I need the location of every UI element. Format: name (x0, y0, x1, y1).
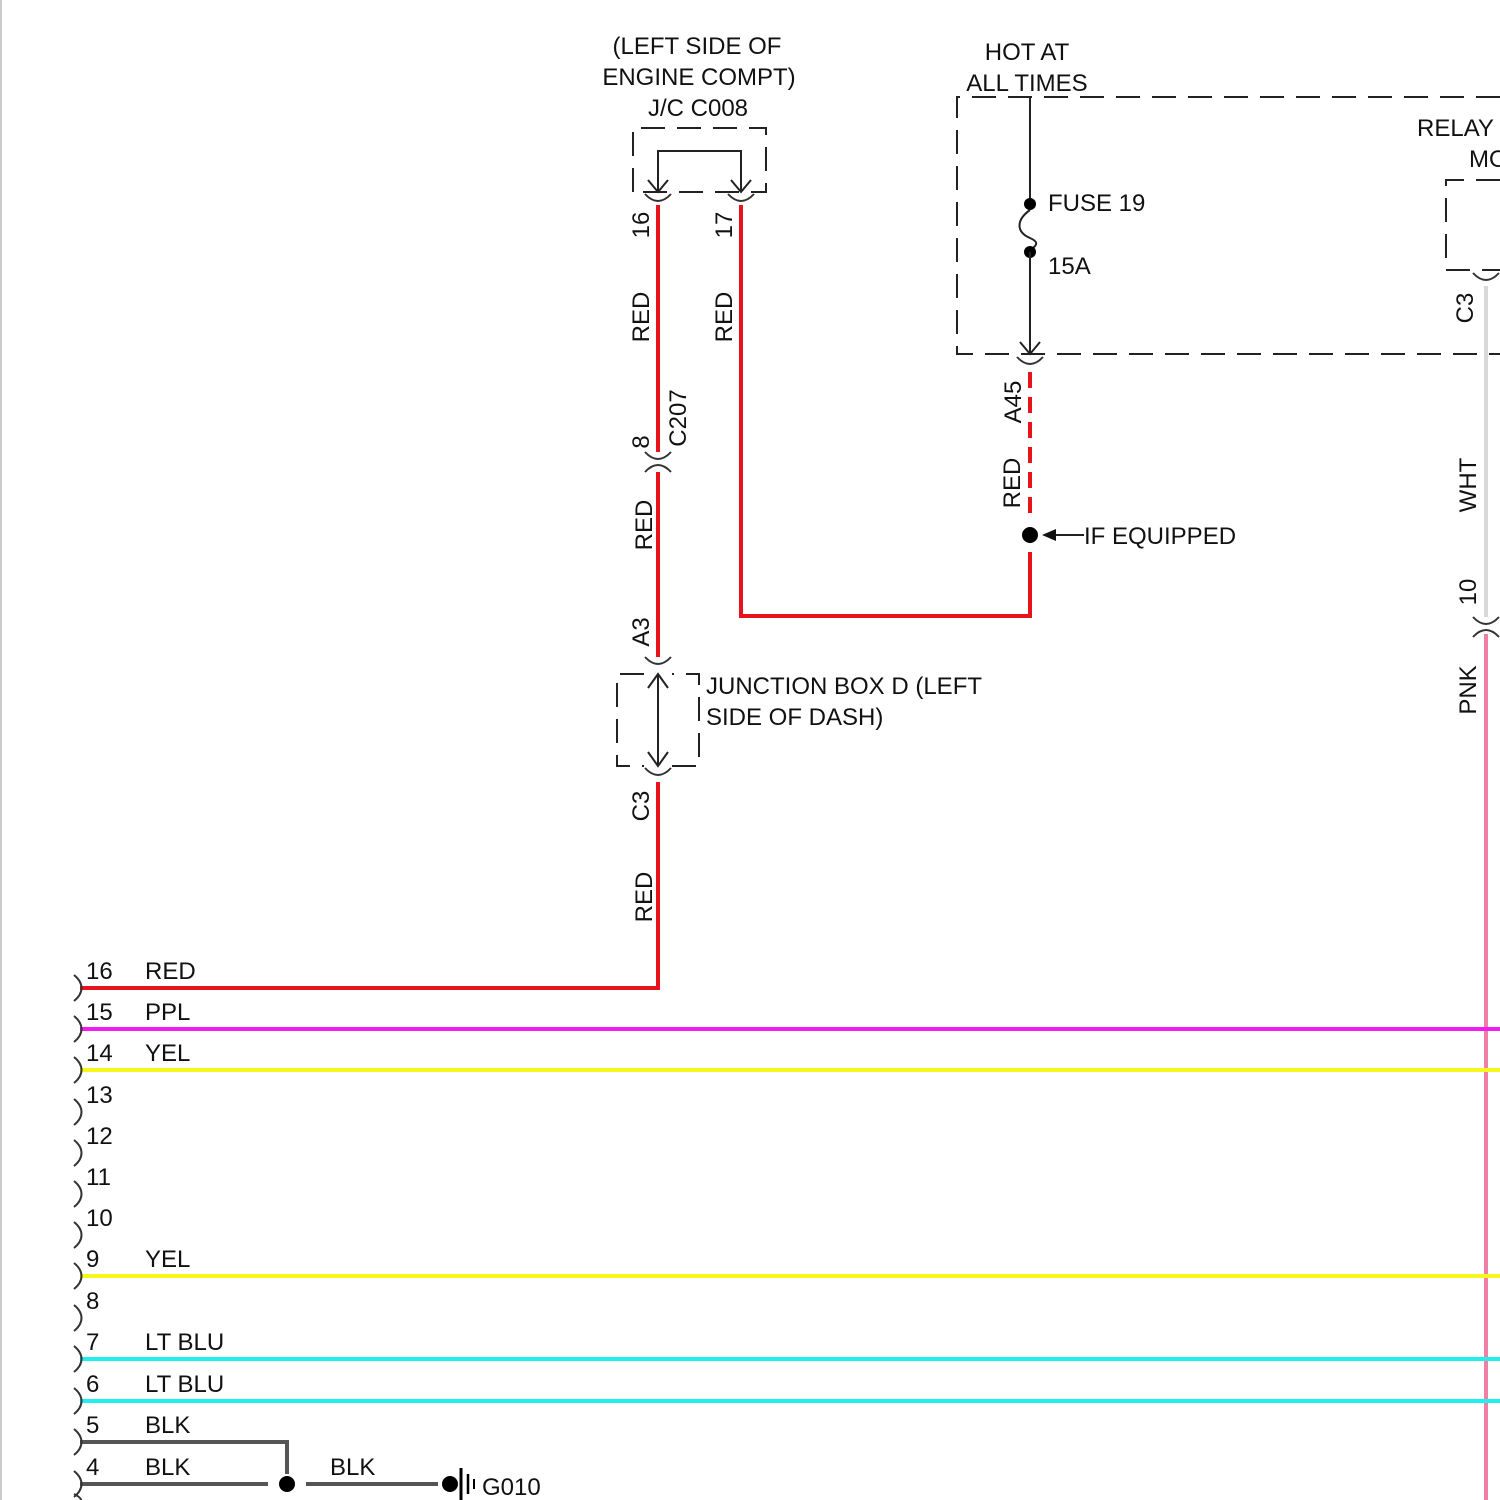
right-connector-socket-top (1473, 617, 1499, 624)
fuse19-top-terminal (1024, 198, 1036, 210)
relay-line2: MO (1469, 146, 1500, 173)
harness-pin-8-socket (74, 1305, 82, 1331)
harness-pin-8-number: 8 (86, 1288, 99, 1315)
fuse19-rating: 15A (1048, 253, 1091, 280)
if-equipped-splice (1022, 527, 1038, 543)
harness-pin-16-number: 16 (86, 958, 113, 985)
red-label-4: RED (631, 872, 658, 923)
ground-wire-label: BLK (330, 1454, 375, 1481)
harness-pin-16: 16 RED (74, 958, 196, 1001)
harness-pin-12-number: 12 (86, 1123, 113, 1150)
red-label-1: RED (628, 292, 655, 343)
harness-pin-9-color: YEL (145, 1246, 190, 1273)
junction-box-d: A3 C3 JUNCTION BOX D (LEFT SIDE OF DASH) (617, 617, 982, 821)
harness-pin-9: 9 YEL (74, 1246, 1500, 1289)
if-equipped-arrowhead (1042, 529, 1056, 541)
harness-pin-10-number: 10 (86, 1205, 113, 1232)
harness-pin-11: 11 (74, 1164, 111, 1207)
harness-pin-14-color: YEL (145, 1040, 190, 1067)
ground-splice (279, 1476, 295, 1492)
junction-box-d-a3: A3 (628, 617, 655, 646)
c207-name: C207 (665, 389, 692, 446)
red-circuit: IF EQUIPPED RED RED RED RED RED (80, 205, 1236, 988)
harness-pin-12-socket (74, 1140, 82, 1166)
relay-c3-socket (1473, 273, 1499, 280)
hot-at-all-times-box: HOT AT ALL TIMES FUSE 19 15A A45 (957, 39, 1500, 423)
jc-c008-internal-bus (658, 151, 741, 192)
harness-pin-9-number: 9 (86, 1246, 99, 1273)
harness-pin-14-number: 14 (86, 1040, 113, 1067)
harness-pin-14: 14 YEL (74, 1040, 1500, 1083)
c207-socket-bottom (645, 465, 671, 472)
junction-box-d-a3-socket (645, 657, 671, 664)
junction-box-d-c3: C3 (628, 791, 655, 822)
fuse19-name: FUSE 19 (1048, 190, 1145, 217)
harness-pin-5-color: BLK (145, 1412, 190, 1439)
harness-pin-4-color: BLK (145, 1454, 190, 1481)
jc-c008-box (633, 128, 766, 192)
wht-label: WHT (1455, 457, 1482, 512)
harness-pin-15-number: 15 (86, 999, 113, 1026)
relay-box (1446, 180, 1500, 270)
jc-c008: (LEFT SIDE OF ENGINE COMPT) J/C C008 16 … (602, 33, 795, 238)
a45-socket (1017, 357, 1043, 364)
jc-c008-pin17-socket (728, 194, 754, 201)
red-wire-pin17-to-splice (741, 205, 1030, 616)
pnk-label: PNK (1455, 665, 1482, 714)
if-equipped-label: IF EQUIPPED (1084, 523, 1236, 550)
junction-box-d-line1: JUNCTION BOX D (LEFT (706, 673, 982, 700)
harness-pin-10-socket (74, 1222, 82, 1248)
harness-pin-8: 8 (74, 1288, 99, 1331)
ground-g010: BLK G010 (279, 1454, 541, 1500)
ground-name: G010 (482, 1474, 541, 1500)
harness-pin-11-socket (74, 1181, 82, 1207)
harness-pin-7-number: 7 (86, 1329, 99, 1356)
right-vertical-circuit: WHT 10 PNK (1455, 286, 1499, 1500)
harness-pin-12: 12 (74, 1123, 113, 1166)
jc-c008-location-line1: (LEFT SIDE OF (613, 33, 782, 60)
hot-box-line2: ALL TIMES (966, 70, 1087, 97)
junction-box-d-c3-socket (645, 768, 671, 775)
harness-pin-4-number: 4 (86, 1454, 99, 1481)
harness-pin-15-color: PPL (145, 999, 190, 1026)
harness-pin-4: 4 BLK (74, 1454, 268, 1497)
jc-c008-pin16: 16 (628, 212, 655, 239)
jc-c008-location-line2: ENGINE COMPT) (602, 64, 795, 91)
junction-box-d-line2: SIDE OF DASH) (706, 704, 883, 731)
hot-box-line1: HOT AT (985, 39, 1070, 66)
harness-pin-7: 7 LT BLU (74, 1329, 1500, 1372)
harness-pin-15: 15 PPL (74, 999, 1500, 1042)
right-connector-pin: 10 (1455, 579, 1482, 606)
harness-pin-7-color: LT BLU (145, 1329, 224, 1356)
jc-c008-pin16-socket (645, 194, 671, 201)
a45-pin: A45 (1000, 381, 1027, 424)
harness-pin-11-number: 11 (86, 1164, 111, 1191)
harness-connector: 16 RED 15 PPL 14 YEL 13 12 11 (74, 958, 1500, 1500)
red-label-5: RED (999, 458, 1026, 509)
harness-pin-13-socket (74, 1099, 82, 1125)
harness-pin-6-color: LT BLU (145, 1371, 224, 1398)
red-label-2: RED (711, 292, 738, 343)
jc-c008-name: J/C C008 (648, 95, 748, 122)
ground-terminal (442, 1476, 458, 1492)
jc-c008-pin17: 17 (711, 212, 738, 239)
c207-pin: 8 (628, 435, 655, 448)
harness-pin-6: 6 LT BLU (74, 1371, 1500, 1414)
harness-pin-6-number: 6 (86, 1371, 99, 1398)
harness-pin-10: 10 (74, 1205, 113, 1248)
red-label-3: RED (631, 500, 658, 551)
relay-c3-pin: C3 (1452, 293, 1479, 324)
fuse19-element-icon (1020, 210, 1037, 252)
harness-pin-16-color: RED (145, 958, 196, 985)
harness-pin-13: 13 (74, 1082, 113, 1125)
relay-line1: RELAY (1417, 115, 1494, 142)
harness-pin-13-number: 13 (86, 1082, 113, 1109)
c207-socket-top (645, 452, 671, 459)
harness-pin-5-number: 5 (86, 1412, 99, 1439)
